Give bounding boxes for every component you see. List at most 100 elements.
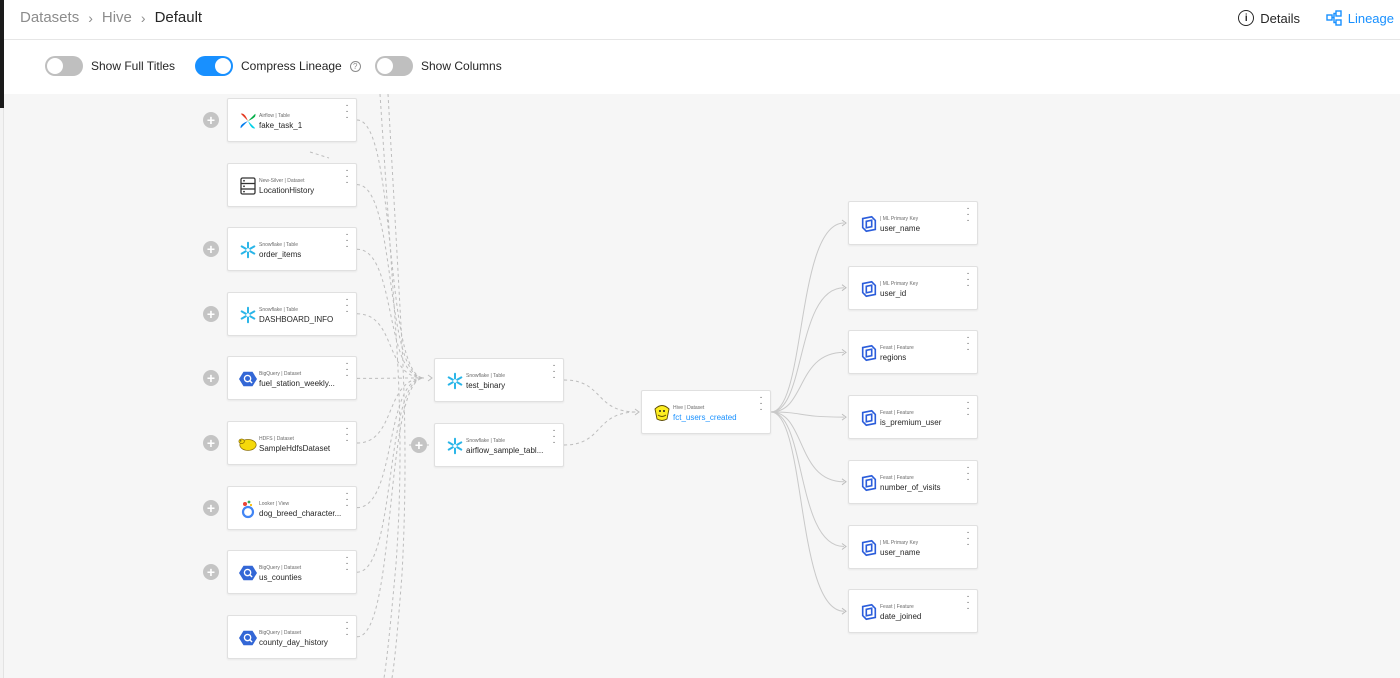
show-columns-label: Show Columns <box>421 59 502 73</box>
lineage-toolbar: Show Full Titles Compress Lineage ? Show… <box>4 40 1400 94</box>
upstream-node[interactable]: BigQuery | Dataset fuel_station_weekly..… <box>227 356 357 401</box>
downstream-node[interactable]: Feast | Feature date_joined ··· <box>848 589 978 634</box>
expand-plus-icon[interactable]: + <box>203 370 219 387</box>
edge-upstream <box>356 377 425 573</box>
node-name: airflow_sample_tabl... <box>466 446 544 455</box>
expand-plus-icon[interactable]: + <box>203 499 219 516</box>
background-window-edge <box>0 108 4 678</box>
expand-plus-icon[interactable]: + <box>411 437 427 453</box>
more-vertical-icon[interactable]: ··· <box>345 423 349 446</box>
more-vertical-icon[interactable]: ··· <box>345 358 349 382</box>
show-full-titles-switch[interactable] <box>45 56 83 76</box>
more-vertical-icon[interactable]: ··· <box>345 616 349 640</box>
edge-middle <box>563 411 638 446</box>
node-meta: BigQuery | Dataset <box>259 371 302 378</box>
expand-plus-icon[interactable]: + <box>203 305 219 322</box>
expand-plus-icon[interactable]: + <box>203 564 219 581</box>
compress-lineage-switch[interactable] <box>195 56 233 76</box>
middle-node[interactable]: Snowflake | Table test_binary ··· <box>434 358 564 402</box>
more-vertical-icon[interactable]: ··· <box>552 360 556 383</box>
show-columns-switch[interactable] <box>375 56 413 76</box>
node-meta: BigQuery | Dataset <box>259 629 302 636</box>
more-vertical-icon[interactable]: ··· <box>552 425 556 448</box>
expand-plus-icon[interactable]: + <box>203 112 219 128</box>
top-bar: Datasets › Hive › Default i Details Line… <box>4 0 1400 40</box>
more-vertical-icon[interactable]: ··· <box>345 487 349 511</box>
feast-icon <box>859 538 879 558</box>
help-icon[interactable]: ? <box>349 60 361 72</box>
tab-details-label: Details <box>1260 10 1300 26</box>
bigquery-icon <box>238 369 258 389</box>
node-name: test_binary <box>466 381 506 390</box>
expand-plus-icon[interactable]: + <box>203 241 219 258</box>
upstream-node[interactable]: Looker | View dog_breed_character... ··· <box>227 485 357 530</box>
chevron-right-icon: › <box>88 9 93 26</box>
downstream-node[interactable]: | ML Primary Key user_id ··· <box>848 265 978 310</box>
more-vertical-icon[interactable]: ··· <box>966 591 970 615</box>
edge-downstream <box>770 222 845 413</box>
more-vertical-icon[interactable]: ··· <box>345 293 349 317</box>
node-name[interactable]: fct_users_created <box>673 413 737 422</box>
arrow-head <box>841 478 847 486</box>
more-vertical-icon[interactable]: ··· <box>966 526 970 550</box>
arrow-head <box>841 219 847 227</box>
node-name: LocationHistory <box>259 185 315 195</box>
downstream-node[interactable]: | ML Primary Key user_name ··· <box>848 201 978 245</box>
lineage-canvas[interactable]: Airflow | Table fake_task_1 ··· + New-Sil… <box>4 94 1400 678</box>
more-vertical-icon[interactable]: ··· <box>966 397 970 421</box>
upstream-node[interactable]: BigQuery | Dataset us_counties ··· <box>227 550 357 595</box>
edge-downstream <box>770 411 845 483</box>
node-meta: | ML Primary Key <box>880 539 919 546</box>
node-meta: New-Silver | Dataset <box>259 177 305 184</box>
more-vertical-icon[interactable]: ··· <box>966 267 970 291</box>
compress-lineage-label: Compress Lineage <box>241 59 342 73</box>
more-vertical-icon[interactable]: ··· <box>966 203 970 226</box>
node-meta: | ML Primary Key <box>880 280 919 287</box>
edge-middle <box>563 379 638 413</box>
compress-lineage-toggle-group: Compress Lineage ? <box>195 56 361 76</box>
more-vertical-icon[interactable]: ··· <box>966 461 970 485</box>
node-name: number_of_visits <box>880 482 941 492</box>
center-node-fct-users-created[interactable]: Hive | Dataset fct_users_created ··· <box>641 390 771 434</box>
expand-plus-icon[interactable]: + <box>203 435 219 451</box>
breadcrumb: Datasets › Hive › Default <box>20 9 202 26</box>
upstream-node[interactable]: HDFS | Dataset SampleHdfsDataset ··· <box>227 421 357 465</box>
downstream-node[interactable]: Feast | Feature is_premium_user ··· <box>848 395 978 440</box>
tab-lineage[interactable]: Lineage <box>1326 10 1394 26</box>
upstream-node[interactable]: Snowflake | Table DASHBOARD_INFO ··· <box>227 291 357 336</box>
node-meta: Feast | Feature <box>880 474 914 481</box>
upstream-node[interactable]: Airflow | Table fake_task_1 ··· <box>227 98 357 142</box>
show-full-titles-toggle-group: Show Full Titles <box>45 56 175 76</box>
upstream-node[interactable]: New-Silver | Dataset LocationHistory ··· <box>227 162 357 207</box>
node-meta: Feast | Feature <box>880 345 914 352</box>
breadcrumb-hive[interactable]: Hive <box>101 9 132 26</box>
more-vertical-icon[interactable]: ··· <box>345 100 349 123</box>
more-vertical-icon[interactable]: ··· <box>345 229 349 253</box>
bigquery-icon <box>238 628 258 648</box>
node-name: order_items <box>259 250 302 260</box>
more-vertical-icon[interactable]: ··· <box>966 332 970 356</box>
breadcrumb-datasets[interactable]: Datasets <box>20 9 80 26</box>
node-name: is_premium_user <box>880 418 942 428</box>
edge-upstream <box>356 248 425 379</box>
node-name: dog_breed_character... <box>259 508 342 518</box>
node-name: fake_task_1 <box>259 121 303 130</box>
hive-icon <box>652 403 672 423</box>
more-vertical-icon[interactable]: ··· <box>759 392 763 415</box>
show-columns-toggle-group: Show Columns <box>375 56 502 76</box>
upstream-node[interactable]: Snowflake | Table order_items ··· <box>227 227 357 272</box>
upstream-node[interactable]: BigQuery | Dataset county_day_history ··… <box>227 614 357 659</box>
downstream-node[interactable]: Feast | Feature number_of_visits ··· <box>848 459 978 504</box>
chevron-right-icon: › <box>140 9 146 26</box>
downstream-node[interactable]: Feast | Feature regions ··· <box>848 330 978 375</box>
node-meta: Snowflake | Table <box>466 438 506 444</box>
tab-details[interactable]: i Details <box>1238 10 1300 26</box>
arrow-head <box>841 543 847 550</box>
downstream-node[interactable]: | ML Primary Key user_name ··· <box>848 524 978 569</box>
more-vertical-icon[interactable]: ··· <box>345 552 349 576</box>
edge-upstream <box>356 119 425 379</box>
more-vertical-icon[interactable]: ··· <box>345 164 349 188</box>
feast-icon <box>859 602 879 622</box>
middle-node[interactable]: Snowflake | Table airflow_sample_tabl...… <box>434 423 564 467</box>
node-meta: Looker | View <box>259 500 290 507</box>
